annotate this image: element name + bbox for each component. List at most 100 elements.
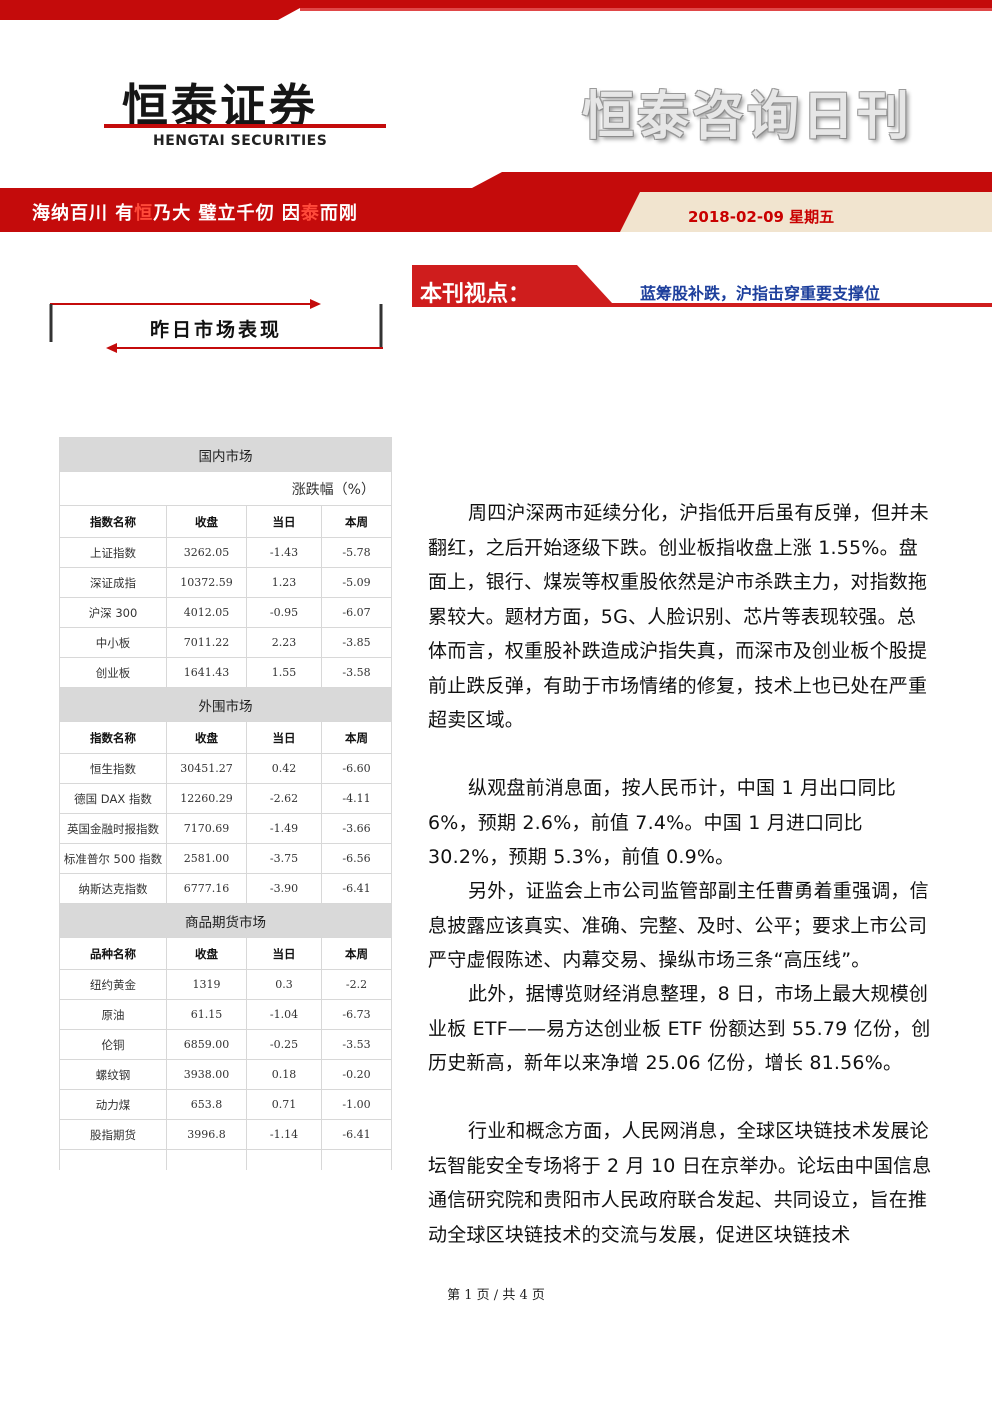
table-cell: 3262.05: [166, 537, 247, 568]
table-tail-row: [59, 1149, 392, 1170]
table-cell: 沪深 300: [59, 597, 167, 628]
publication-title: 恒泰咨询日刊: [582, 87, 913, 147]
table-cell: -1.43: [246, 537, 322, 568]
column-header: 本周: [321, 721, 392, 754]
table-cell: 原油: [59, 999, 167, 1030]
column-header: 品种名称: [59, 937, 167, 970]
column-header: 收盘: [166, 721, 247, 754]
slogan-band: [0, 172, 992, 232]
body-paragraph: 此外，据博览财经消息整理，8 日，市场上最大规模创业板 ETF——易方达创业板 …: [428, 983, 931, 1074]
page-footer: 第 1 页 / 共 4 页: [447, 1288, 545, 1303]
table-cell: -6.56: [321, 843, 392, 874]
table-cell: 恒生指数: [59, 753, 167, 784]
slogan-highlight: 泰: [300, 203, 320, 224]
table-cell: -1.14: [246, 1119, 322, 1150]
table-cell: 德国 DAX 指数: [59, 783, 167, 814]
column-header-row: 指数名称收盘当日本周: [59, 721, 392, 754]
table-cell: -0.20: [321, 1059, 392, 1090]
slogan-highlight: 恒: [134, 203, 154, 224]
table-cell: -1.00: [321, 1089, 392, 1120]
table-cell: 0.42: [246, 753, 322, 784]
unit-label: 涨跌幅（%）: [59, 471, 392, 506]
body-paragraph: 另外，证监会上市公司监管部副主任曹勇着重强调，信息披露应该真实、准确、完整、及时…: [428, 880, 929, 971]
table-cell: 30451.27: [166, 753, 247, 784]
column-header: 收盘: [166, 505, 247, 538]
table-cell: 3996.8: [166, 1119, 247, 1150]
table-cell: 英国金融时报指数: [59, 813, 167, 844]
table-cell: 7170.69: [166, 813, 247, 844]
table-cell: 6777.16: [166, 873, 247, 904]
table-cell: -2.62: [246, 783, 322, 814]
table-cell: 伦铜: [59, 1029, 167, 1060]
section-frame: [49, 299, 383, 353]
group-title: 国内市场: [59, 437, 392, 472]
slogan-part: 乃大 璧立千仞 因: [153, 203, 301, 224]
table-cell: 动力煤: [59, 1089, 167, 1120]
table-cell: -3.58: [321, 657, 392, 688]
table-cell: -3.53: [321, 1029, 392, 1060]
column-header: 当日: [246, 937, 322, 970]
table-cell: 纳斯达克指数: [59, 873, 167, 904]
table-cell: 3938.00: [166, 1059, 247, 1090]
table-cell: -1.04: [246, 999, 322, 1030]
table-cell: 7011.22: [166, 627, 247, 658]
table-cell: -6.41: [321, 873, 392, 904]
table-cell: 6859.00: [166, 1029, 247, 1060]
viewpoint-label: 本刊视点：: [420, 282, 531, 307]
logo-underline: [104, 124, 386, 128]
table-cell: 股指期货: [59, 1119, 167, 1150]
body-paragraph: 周四沪深两市延续分化，沪指低开后虽有反弹，但并未翻红，之后开始逐级下跌。创业板指…: [428, 502, 929, 731]
group-title: 外围市场: [59, 687, 392, 722]
table-group-header: 外围市场: [59, 687, 392, 722]
body-paragraph: 纵观盘前消息面，按人民币计，中国 1 月出口同比 6%，预期 2.6%，前值 7…: [428, 777, 896, 868]
column-header: 收盘: [166, 937, 247, 970]
slogan-part: 海纳百川 有: [32, 203, 135, 224]
slogan-part: 而刚: [319, 203, 358, 224]
column-header-row: 指数名称收盘当日本周: [59, 505, 392, 538]
group-title: 商品期货市场: [59, 903, 392, 938]
table-cell: 1.55: [246, 657, 322, 688]
company-logo-en: HENGTAI SECURITIES: [153, 133, 328, 149]
table-cell: 1319: [166, 969, 247, 1000]
column-header: 指数名称: [59, 505, 167, 538]
table-cell: 61.15: [166, 999, 247, 1030]
empty-cell: [246, 1149, 322, 1170]
table-cell: -6.07: [321, 597, 392, 628]
table-cell: -3.75: [246, 843, 322, 874]
table-cell: 0.3: [246, 969, 322, 1000]
slogan: 海纳百川 有恒乃大 璧立千仞 因泰而刚: [32, 199, 358, 225]
table-cell: 螺纹钢: [59, 1059, 167, 1090]
table-cell: 10372.59: [166, 567, 247, 598]
column-header: 本周: [321, 505, 392, 538]
table-group-header: 商品期货市场: [59, 903, 392, 938]
issue-date: 2018-02-09 星期五: [688, 208, 835, 226]
body-paragraph: 行业和概念方面，人民网消息，全球区块链技术发展论坛智能安全专场将于 2 月 10…: [428, 1120, 932, 1246]
table-cell: 1.23: [246, 567, 322, 598]
table-cell: 纽约黄金: [59, 969, 167, 1000]
table-cell: -0.95: [246, 597, 322, 628]
unit-row: 涨跌幅（%）: [59, 471, 392, 506]
column-header: 本周: [321, 937, 392, 970]
table-cell: -5.09: [321, 567, 392, 598]
table-cell: 上证指数: [59, 537, 167, 568]
table-cell: 中小板: [59, 627, 167, 658]
empty-cell: [321, 1149, 392, 1170]
table-cell: -6.41: [321, 1119, 392, 1150]
